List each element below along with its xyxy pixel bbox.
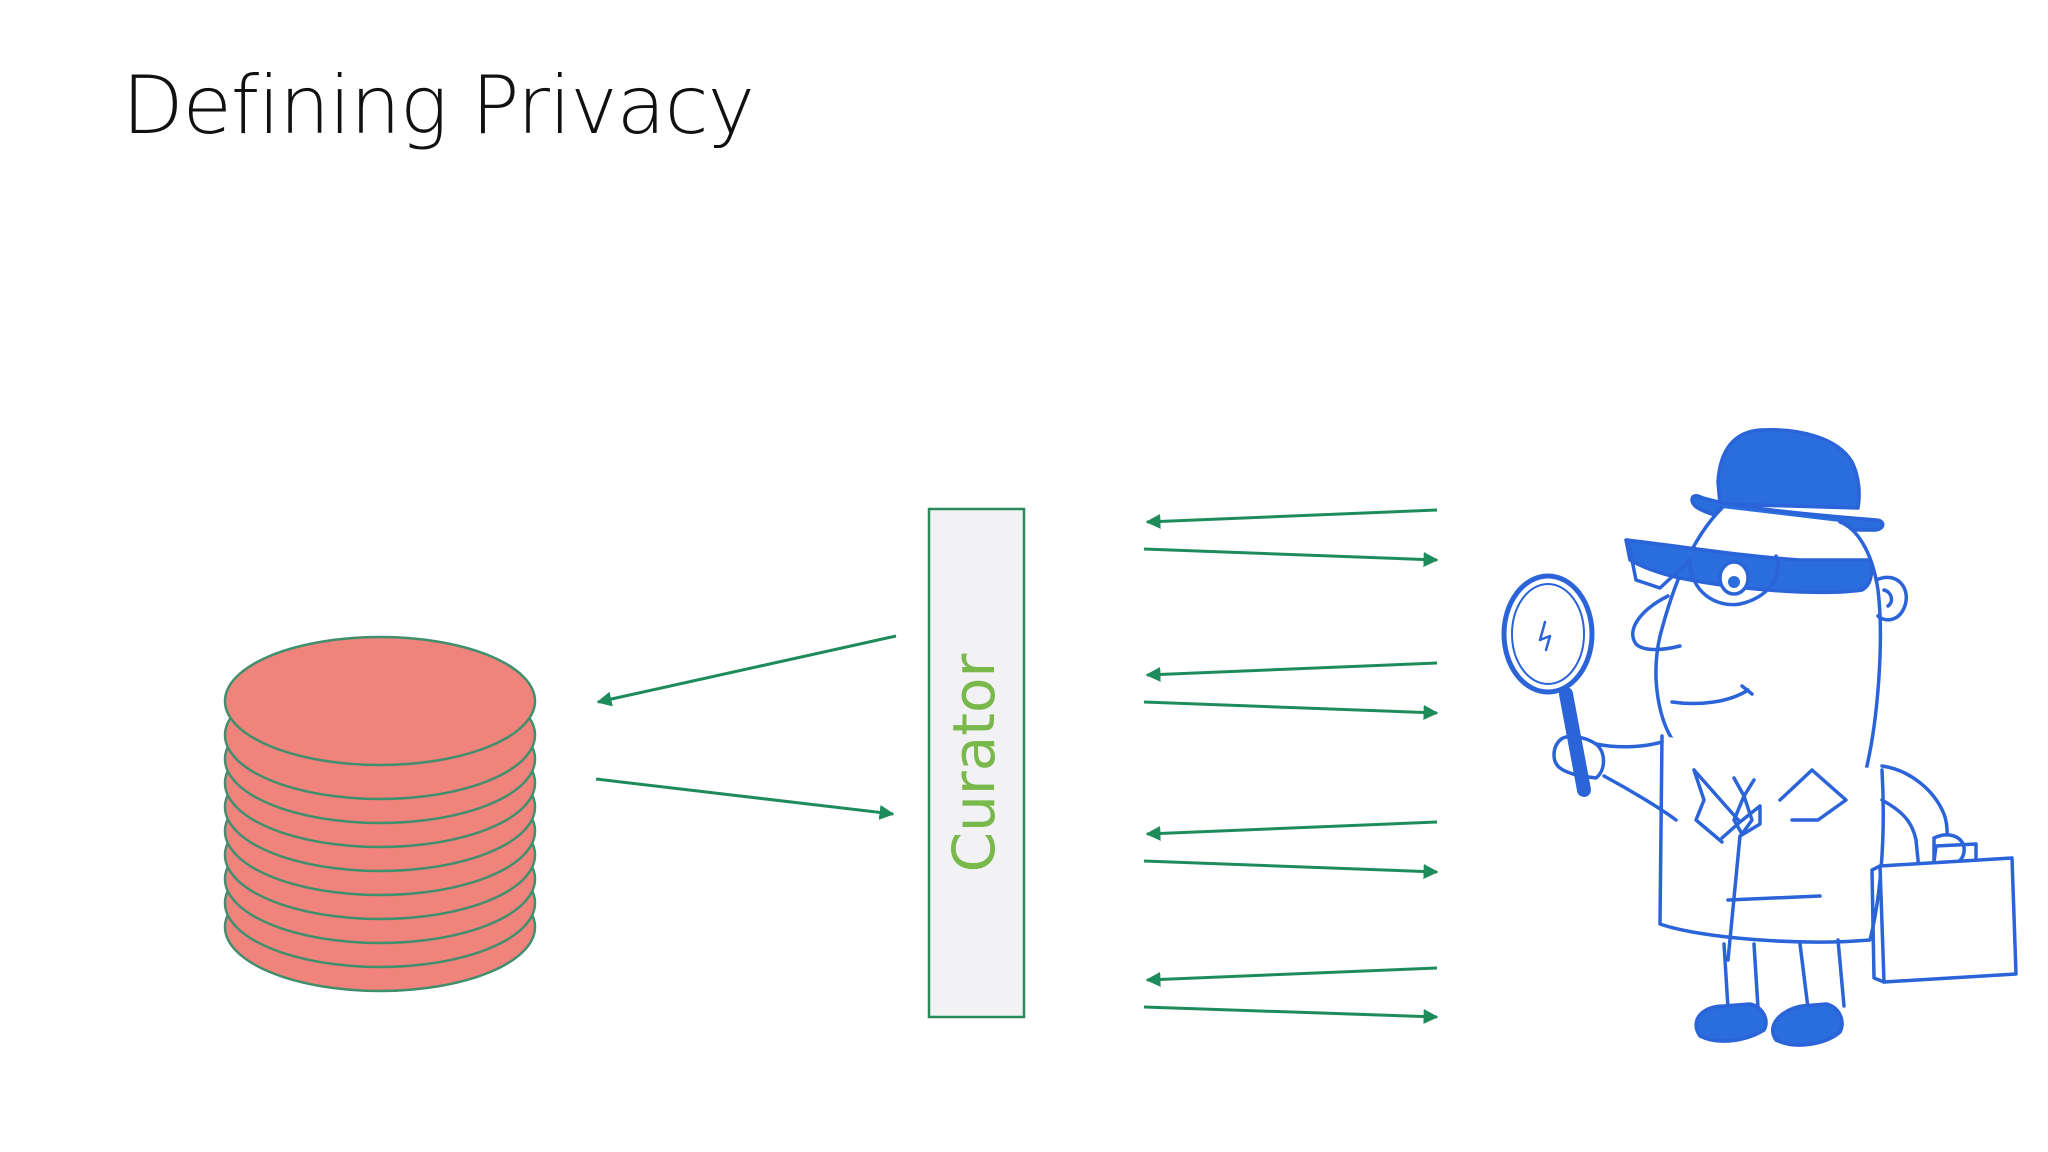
curator-rect bbox=[927, 507, 1026, 1019]
arrow-response-out bbox=[1143, 859, 1439, 879]
arrow-response-out bbox=[1143, 1005, 1439, 1025]
query-arrows bbox=[1143, 508, 1439, 1025]
shoe-left bbox=[1694, 1002, 1768, 1043]
arrow-query-in bbox=[1145, 661, 1438, 682]
nose bbox=[1631, 594, 1682, 652]
smile bbox=[1670, 684, 1754, 706]
ear bbox=[1874, 575, 1908, 622]
coat bbox=[1658, 734, 1886, 944]
arrow-response-out bbox=[1143, 547, 1439, 567]
magnifying-glass-icon bbox=[1501, 573, 1595, 797]
arrow-query-in bbox=[1145, 508, 1438, 529]
arrow-query-in bbox=[1145, 820, 1438, 841]
curator-label: Curator bbox=[940, 653, 1008, 872]
database-disk-top bbox=[223, 635, 537, 767]
database-arrows bbox=[595, 634, 897, 820]
arrow-response-out bbox=[1143, 700, 1439, 720]
shoe-right bbox=[1771, 1002, 1844, 1047]
detective-with-magnifying-glass-icon bbox=[1501, 428, 2018, 1047]
glasses-icon bbox=[1626, 538, 1780, 607]
arm-left bbox=[1594, 740, 1678, 822]
legs bbox=[1722, 938, 1846, 1010]
slide-title: Defining Privacy bbox=[122, 59, 755, 152]
database-stack-icon bbox=[223, 635, 537, 993]
briefcase-icon bbox=[1870, 842, 2018, 984]
arrow-database-to-curator bbox=[595, 777, 895, 820]
tie bbox=[1732, 776, 1756, 836]
curator-box: Curator bbox=[927, 507, 1026, 1019]
arrow-query-in bbox=[1145, 966, 1438, 987]
arrow-curator-to-database bbox=[596, 634, 897, 707]
